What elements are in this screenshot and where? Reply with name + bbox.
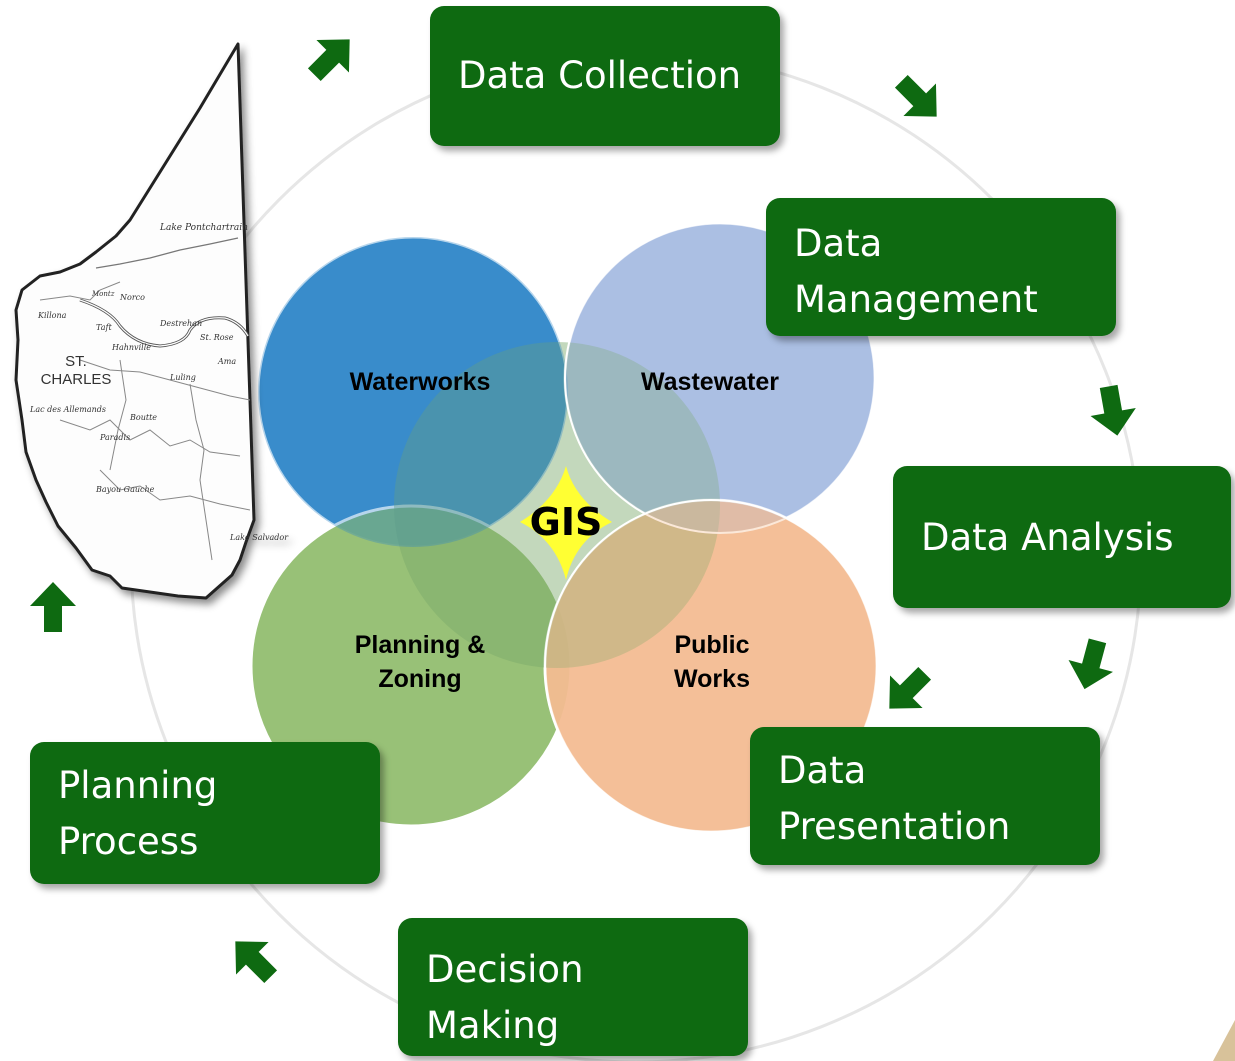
map-label-lake-salvador: Lake Salvador xyxy=(229,533,289,542)
map-label-norco: Norco xyxy=(119,293,145,302)
arrow-down-2-icon xyxy=(1058,632,1124,698)
parish-map-boundary-6 xyxy=(189,383,213,561)
step-box-planning-process: Planning Process xyxy=(30,742,380,884)
map-label-destrehan: Destrehan xyxy=(159,319,202,328)
map-label-killona: Killona xyxy=(37,311,67,320)
parish-map: Lake Pontchartrain Killona Montz Norco T… xyxy=(14,42,289,600)
venn-label-planning-zoning-line-2: Zoning xyxy=(378,665,462,693)
step-box-decision-making: Decision Making xyxy=(398,918,748,1056)
map-label-lac-des-allemands: Lac des Allemands xyxy=(29,405,106,414)
map-label-ama: Ama xyxy=(217,357,236,366)
parish-map-boundary-4 xyxy=(99,469,251,511)
map-label-st-rose: St. Rose xyxy=(200,333,234,342)
step-planning-process-line-2: Process xyxy=(58,820,199,863)
arrow-up-left-icon xyxy=(215,921,291,997)
arrow-down-left-icon xyxy=(869,653,945,729)
arrow-down-right-icon xyxy=(881,61,957,137)
map-label-montz: Montz xyxy=(91,290,115,298)
arrow-up-right-icon xyxy=(294,19,370,95)
step-decision-making-line-1: Decision xyxy=(426,948,584,991)
parish-map-boundary-5 xyxy=(109,359,127,471)
gis-center-label: GIS xyxy=(529,500,603,544)
map-label-hahnville: Hahnville xyxy=(111,343,151,352)
map-parish-name-line-2: CHARLES xyxy=(41,371,112,388)
map-label-taft: Taft xyxy=(96,323,112,332)
venn-label-public-works-line-1: Public xyxy=(674,631,750,659)
step-box-data-management: Data Management xyxy=(766,198,1116,336)
venn-overlap-waterworks xyxy=(258,237,568,547)
parish-map-outline xyxy=(14,42,256,600)
arrow-down-icon xyxy=(1082,380,1145,443)
step-box-data-analysis: Data Analysis xyxy=(893,466,1231,608)
corner-decoration xyxy=(1213,1020,1235,1061)
venn-label-public-works: Public Works xyxy=(612,628,812,696)
map-parish-name-line-1: ST. xyxy=(65,353,87,370)
venn-label-waterworks: Waterworks xyxy=(320,365,520,399)
step-box-data-presentation: Data Presentation xyxy=(750,727,1100,865)
venn-label-waterworks-line: Waterworks xyxy=(349,368,491,396)
parish-map-river-inner xyxy=(79,299,249,347)
step-box-data-collection: Data Collection xyxy=(430,6,780,146)
map-label-paradis: Paradis xyxy=(99,433,130,442)
parish-map-boundary-1 xyxy=(39,281,121,301)
venn-label-public-works-line-2: Works xyxy=(674,665,750,693)
step-data-analysis-line-1: Data Analysis xyxy=(921,516,1174,559)
step-data-presentation-line-2: Presentation xyxy=(778,805,1011,848)
parish-map-boundary-2 xyxy=(79,359,251,401)
venn-label-planning-zoning: Planning & Zoning xyxy=(320,628,520,696)
venn-label-wastewater: Wastewater xyxy=(610,365,810,399)
step-data-management-line-1: Data xyxy=(794,222,883,265)
step-decision-making-line-2: Making xyxy=(426,1004,560,1047)
map-label-luling: Luling xyxy=(169,373,196,382)
venn-label-planning-zoning-line-1: Planning & xyxy=(354,631,486,659)
parish-map-shoreline xyxy=(95,237,239,269)
venn-label-wastewater-line: Wastewater xyxy=(640,368,779,396)
map-label-lake-pontchartrain: Lake Pontchartrain xyxy=(159,223,248,233)
venn-diagram xyxy=(249,221,879,834)
gis-center-shape xyxy=(520,466,612,580)
arrow-up-icon xyxy=(26,580,80,634)
map-label-bayou-gauche: Bayou Gauche xyxy=(95,485,155,494)
step-data-collection-line-1: Data Collection xyxy=(458,54,742,97)
step-data-management-line-2: Management xyxy=(794,278,1038,321)
map-label-boutte: Boutte xyxy=(129,413,157,422)
step-data-presentation-line-1: Data xyxy=(778,749,867,792)
step-planning-process-line-1: Planning xyxy=(58,764,218,807)
